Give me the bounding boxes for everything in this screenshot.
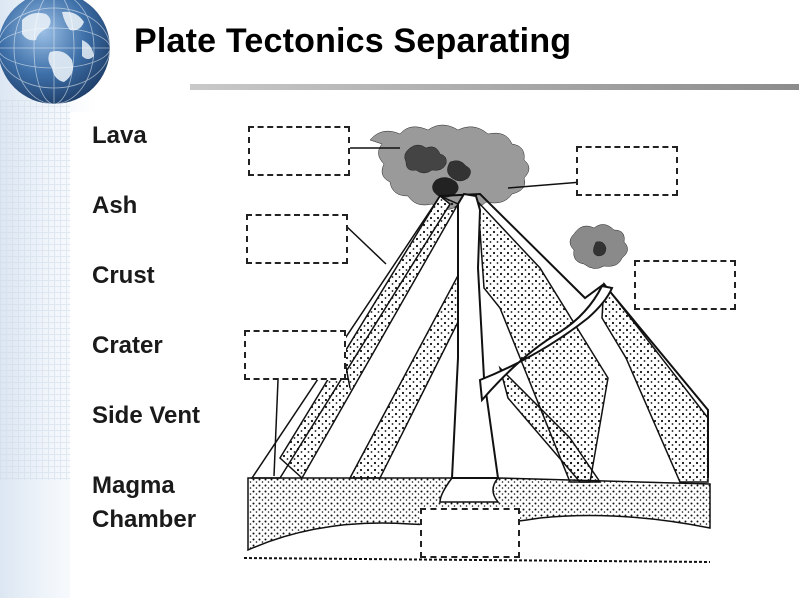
volcano-diagram [243,124,711,563]
word-crater: Crater [92,332,163,359]
word-lava: Lava [92,122,147,149]
ash-cloud-main [369,124,530,210]
page-title: Plate Tectonics Separating [134,22,572,60]
word-ash: Ash [92,192,138,219]
blank-label-box-1[interactable] [248,126,350,176]
word-chamber: Chamber [92,506,197,533]
blank-label-box-6[interactable] [420,508,520,558]
side-vent-channel [478,284,614,403]
word-magma: Magma [92,472,175,499]
blank-label-box-4[interactable] [634,260,736,310]
blank-label-box-3[interactable] [246,214,348,264]
decorative-grid [0,100,70,480]
word-side-vent: Side Vent [92,402,201,429]
main-vent [450,192,500,479]
ash-cloud-side [569,224,628,269]
blank-label-box-5[interactable] [244,330,346,380]
main-volcano-outline [279,192,709,478]
blank-label-box-2[interactable] [576,146,678,196]
globe-icon [0,0,111,105]
word-crust: Crust [92,262,155,289]
side-volcano-layer [601,282,709,483]
title-underline [190,84,799,90]
